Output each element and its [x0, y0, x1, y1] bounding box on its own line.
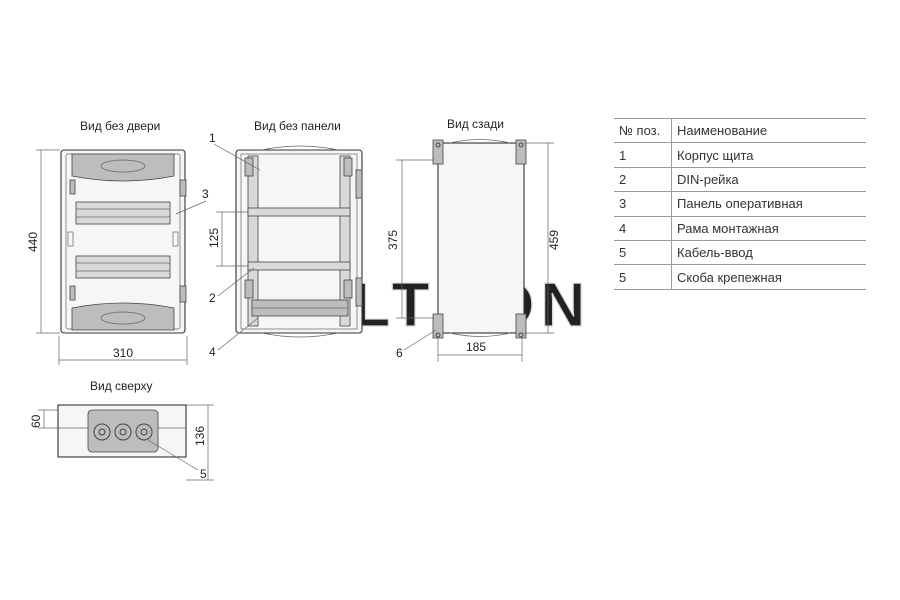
callout-2: 2	[209, 291, 216, 305]
table-row: 5 Кабель-ввод	[614, 240, 866, 266]
row-name: Рама монтажная	[671, 216, 866, 241]
dim-440: 440	[26, 232, 40, 252]
row-num: 4	[614, 216, 672, 241]
callout-1: 1	[209, 131, 216, 145]
dim-60: 60	[29, 414, 43, 428]
row-name: DIN-рейка	[671, 167, 866, 193]
dim-125: 125	[207, 228, 221, 248]
dim-136: 136	[193, 426, 207, 446]
front-view-no-panel: Вид без панели 125 1 2 4	[207, 119, 363, 359]
row-num: 2	[614, 167, 672, 193]
row-num: 1	[614, 142, 672, 168]
front-view-no-door: Вид без двери 440 310 3	[26, 119, 209, 365]
row-num: 5	[614, 264, 672, 290]
table-row: 5 Скоба крепежная	[614, 264, 866, 290]
callout-3: 3	[202, 187, 209, 201]
header-name: Наименование	[671, 117, 866, 144]
row-name: Кабель-ввод	[671, 240, 866, 266]
view-label-no-panel: Вид без панели	[254, 119, 341, 133]
row-name: Корпус щита	[671, 142, 866, 168]
header-num: № поз.	[614, 117, 672, 144]
rear-view: Вид сзади 375 459 185 6	[386, 117, 561, 362]
table-row: 1 Корпус щита	[614, 142, 866, 168]
view-label-no-door: Вид без двери	[80, 119, 160, 133]
view-label-rear: Вид сзади	[447, 117, 504, 131]
row-num: 5	[614, 240, 672, 266]
table-row: 2 DIN-рейка	[614, 167, 866, 193]
row-name: Скоба крепежная	[671, 264, 866, 290]
dim-459: 459	[547, 230, 561, 250]
table-header-row: № поз. Наименование	[614, 117, 866, 144]
table-row: 4 Рама монтажная	[614, 216, 866, 241]
callout-5: 5	[200, 467, 207, 481]
dim-310: 310	[113, 346, 133, 360]
view-label-top: Вид сверху	[90, 379, 153, 393]
dim-375: 375	[386, 230, 400, 250]
row-name: Панель оперативная	[671, 191, 866, 217]
dim-185: 185	[466, 340, 486, 354]
callout-4: 4	[209, 345, 216, 359]
top-view: Вид сверху 60 136 5	[29, 379, 214, 481]
parts-table: № поз. Наименование 1 Корпус щита 2 DIN-…	[614, 117, 866, 290]
row-num: 3	[614, 191, 672, 217]
table-row: 3 Панель оперативная	[614, 191, 866, 217]
callout-6: 6	[396, 346, 403, 360]
